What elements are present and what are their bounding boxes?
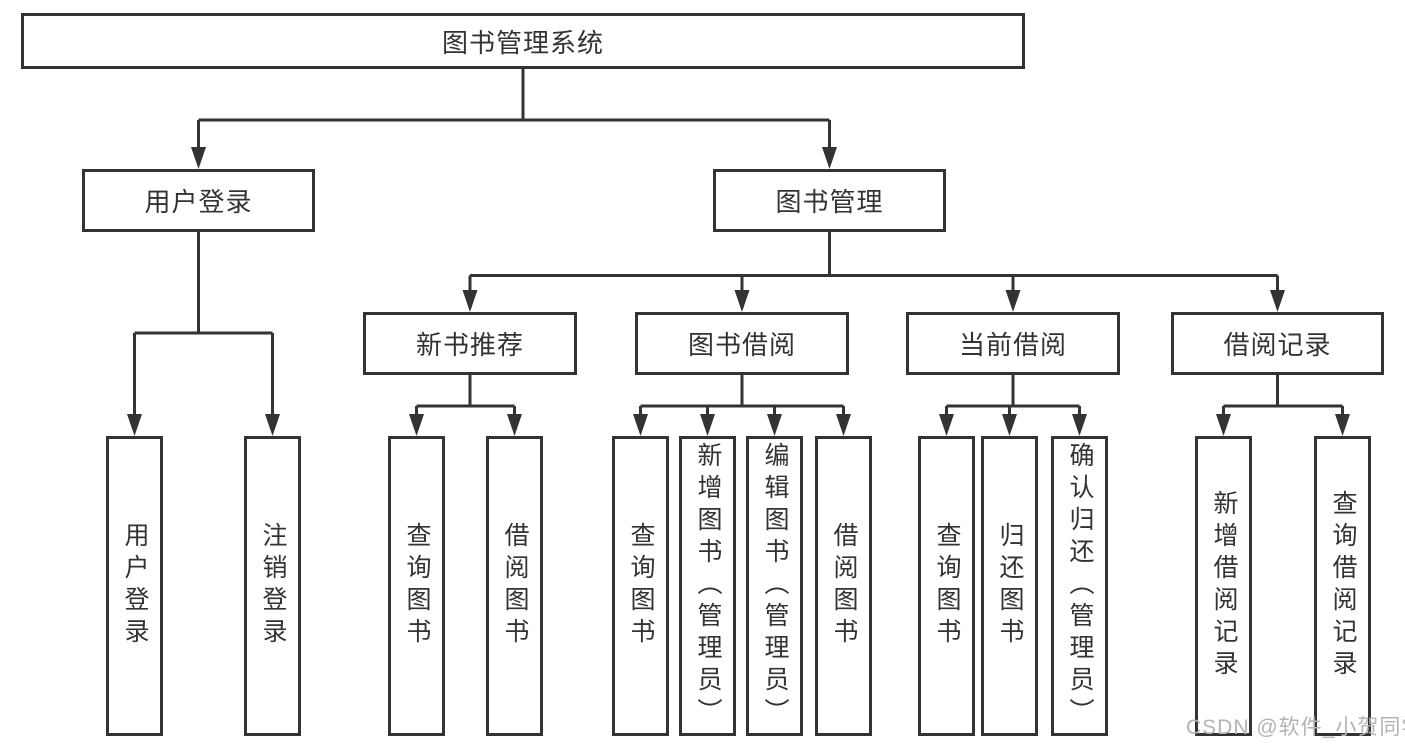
node-label: 新书推荐 [415, 330, 524, 360]
leaf-user-login: 用户登录 [106, 436, 163, 736]
leaf-label: 编辑图书（管理员） [761, 442, 789, 730]
leaf-label: 借阅图书 [501, 522, 529, 650]
leaf-label: 用户登录 [121, 522, 149, 650]
leaf-confirm-return-admin: 确认归还（管理员） [1051, 436, 1108, 736]
leaf-label: 借阅图书 [830, 522, 858, 650]
leaf-label: 新增图书（管理员） [694, 442, 722, 730]
leaf-label: 新增借阅记录 [1210, 490, 1238, 682]
leaf-label: 查询借阅记录 [1329, 490, 1357, 682]
leaf-borrow-books-borrowing: 借阅图书 [815, 436, 872, 736]
leaf-return-books: 归还图书 [981, 436, 1038, 736]
leaf-edit-books-admin: 编辑图书（管理员） [746, 436, 803, 736]
leaf-add-books-admin: 新增图书（管理员） [679, 436, 736, 736]
node-current-borrowing: 当前借阅 [906, 312, 1120, 375]
leaf-label: 查询图书 [403, 522, 431, 650]
leaf-query-books-current: 查询图书 [918, 436, 975, 736]
node-label: 用户登录 [144, 187, 253, 217]
node-new-book-recommendation: 新书推荐 [363, 312, 577, 375]
leaf-query-borrow-record: 查询借阅记录 [1314, 436, 1371, 736]
node-book-management: 图书管理 [713, 169, 946, 232]
leaf-label: 归还图书 [996, 522, 1024, 650]
node-label: 图书借阅 [687, 330, 796, 360]
leaf-add-borrow-record: 新增借阅记录 [1195, 436, 1252, 736]
leaf-label: 注销登录 [259, 522, 287, 650]
leaf-label: 确认归还（管理员） [1066, 442, 1094, 730]
leaf-label: 查询图书 [627, 522, 655, 650]
node-label: 图书管理系统 [441, 27, 604, 58]
leaf-logout: 注销登录 [244, 436, 301, 736]
node-user-login: 用户登录 [82, 169, 315, 232]
node-book-borrowing: 图书借阅 [635, 312, 849, 375]
node-label: 借阅记录 [1223, 330, 1332, 360]
node-borrowing-records: 借阅记录 [1171, 312, 1384, 375]
watermark: CSDN @软件_小贺同学 [1186, 716, 1405, 739]
leaf-query-books-newbooks: 查询图书 [388, 436, 445, 736]
node-label: 图书管理 [775, 187, 884, 217]
node-library-management-system: 图书管理系统 [21, 13, 1025, 69]
leaf-borrow-books-newbooks: 借阅图书 [486, 436, 543, 736]
leaf-label: 查询图书 [933, 522, 961, 650]
leaf-query-books-borrowing: 查询图书 [612, 436, 669, 736]
node-label: 当前借阅 [958, 330, 1067, 360]
